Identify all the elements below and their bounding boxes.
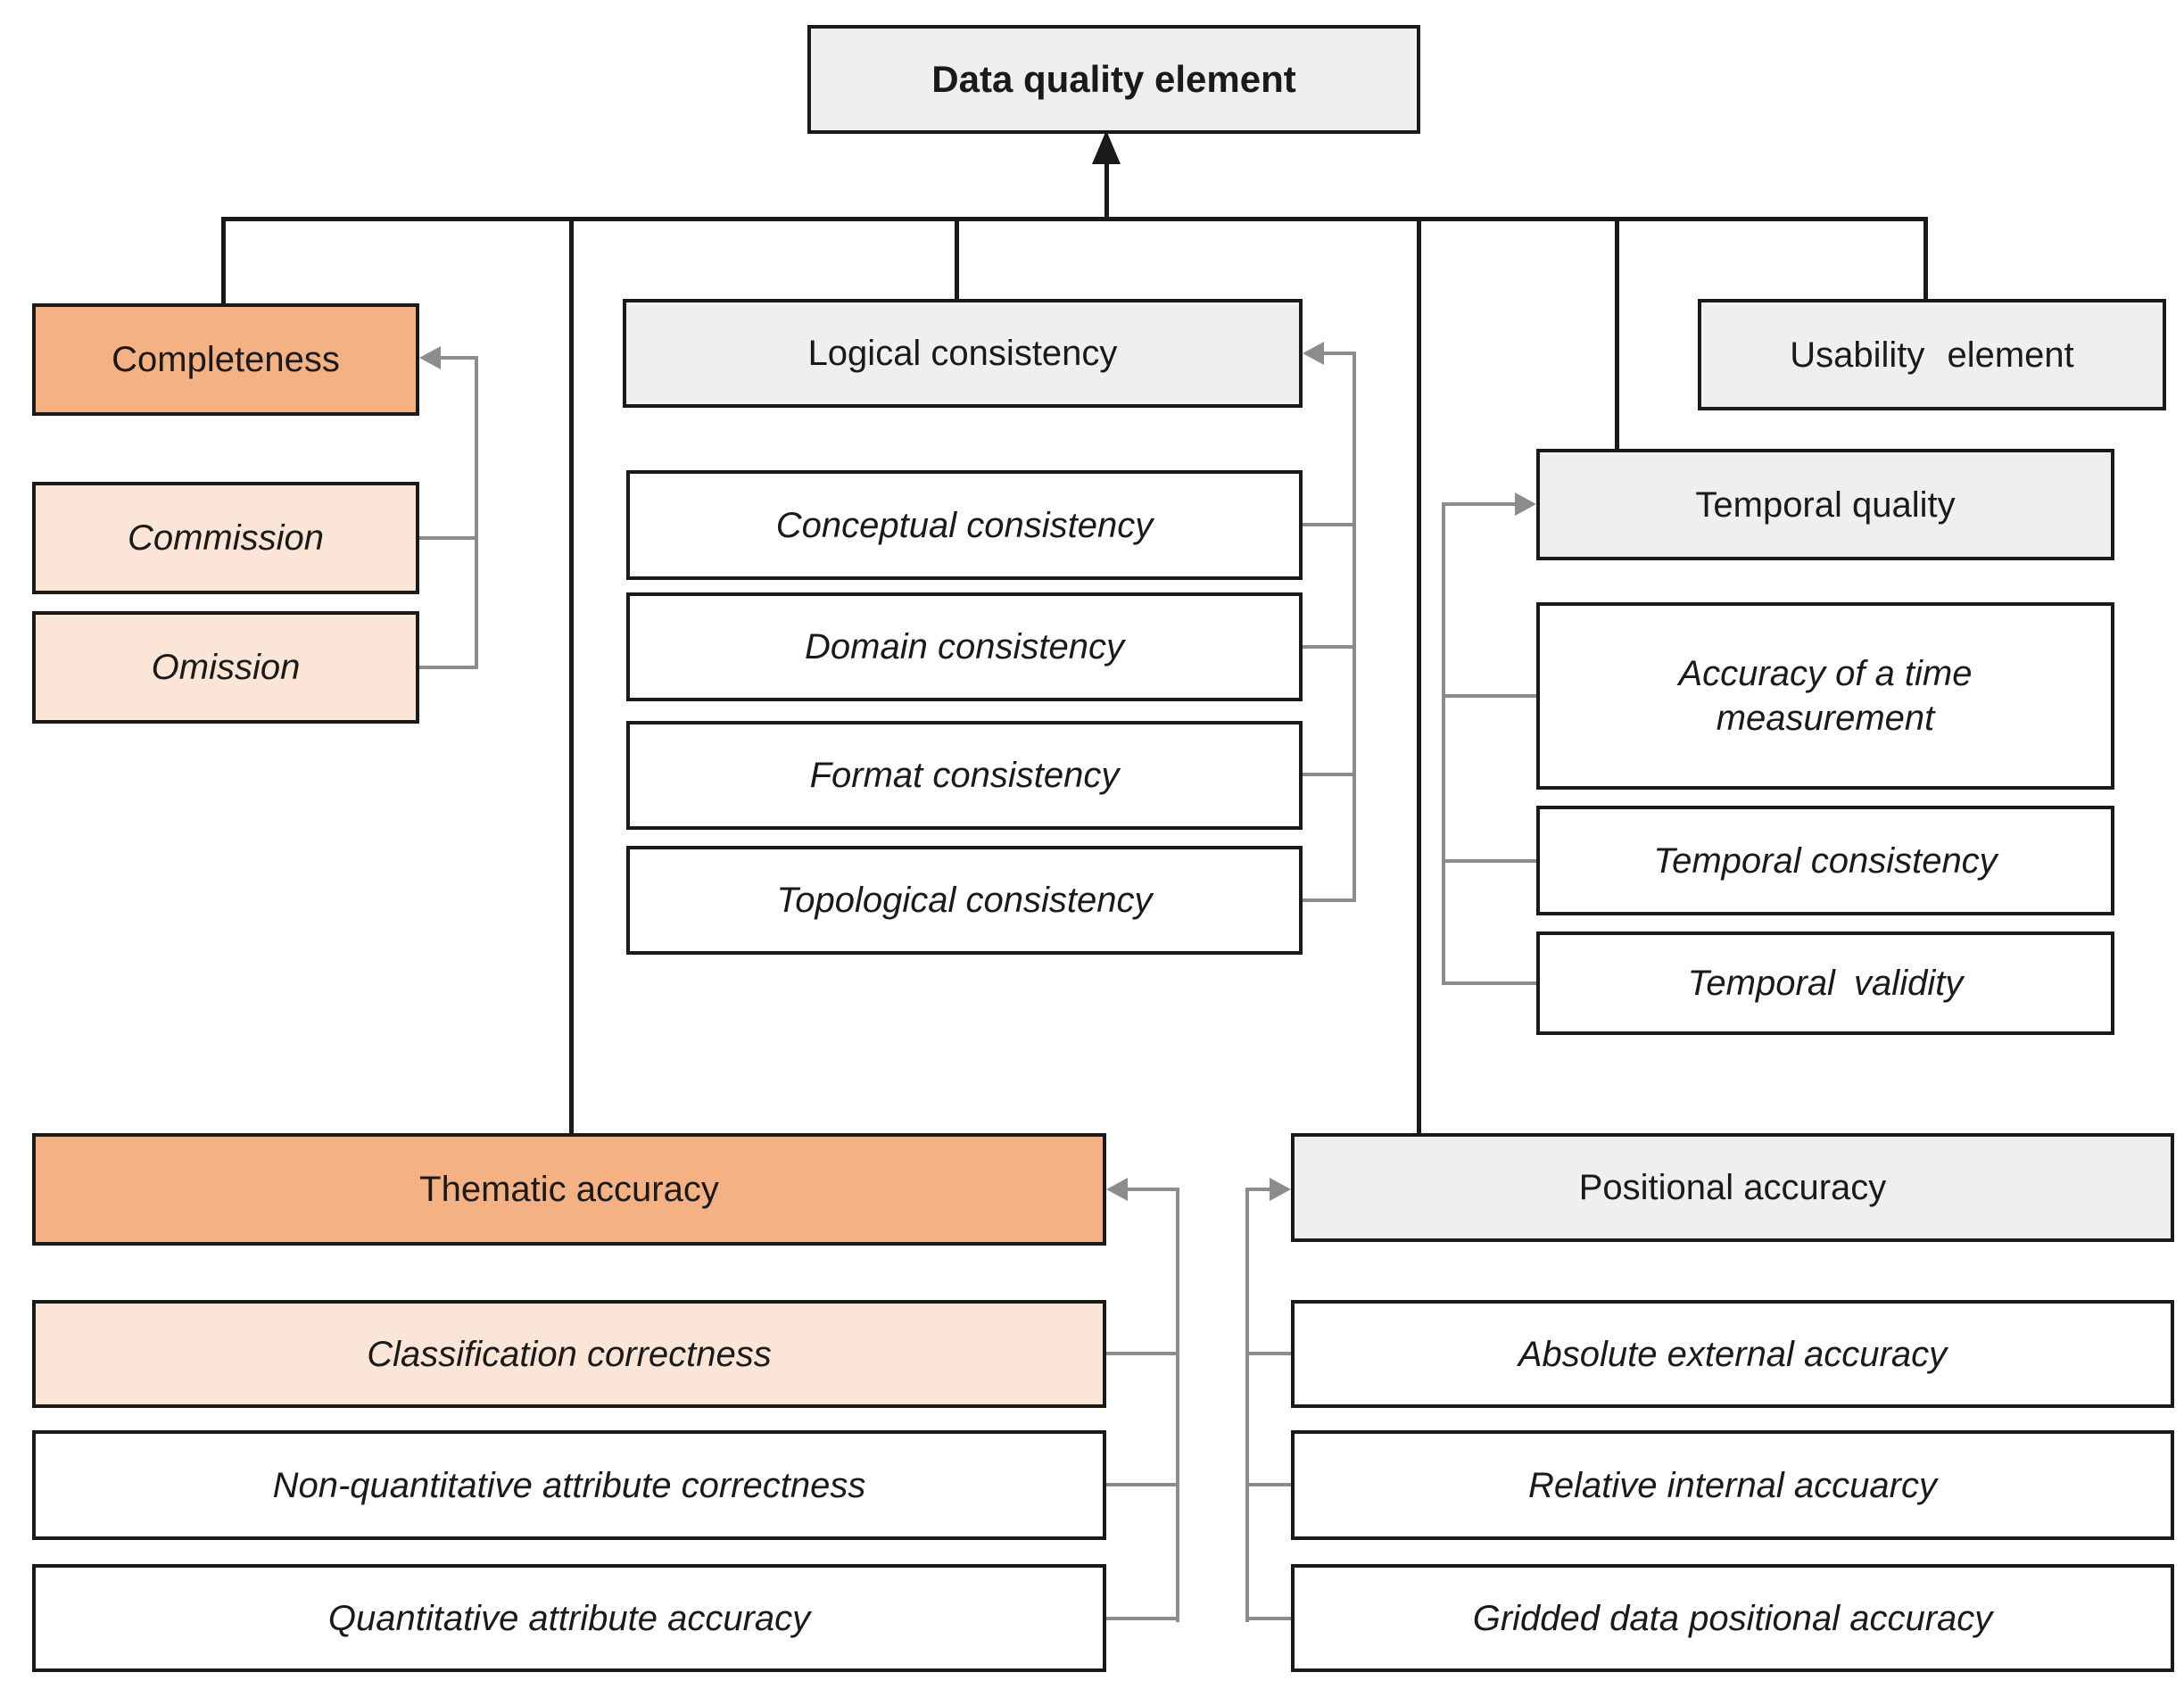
node-gridded-data-positional-accuracy: Gridded data positional accuracy: [1291, 1564, 2174, 1672]
connector-line: [1442, 502, 1515, 506]
right-arrowhead-icon: [1515, 493, 1536, 516]
left-arrowhead-icon: [1303, 342, 1324, 365]
node-usability-element: Usability element: [1698, 299, 2166, 410]
left-arrowhead-icon: [419, 346, 441, 369]
node-logical-consistency: Logical consistency: [623, 299, 1303, 408]
connector-line: [1128, 1188, 1179, 1191]
node-data-quality-element: Data quality element: [807, 25, 1420, 134]
connector-stub: [1249, 1617, 1291, 1620]
connector-stub: [419, 666, 475, 669]
connector-stub: [1249, 1483, 1291, 1486]
connector-line: [1353, 352, 1356, 902]
connector-line: [475, 356, 478, 669]
connector-stub: [1303, 773, 1353, 776]
connector-stub: [1303, 645, 1353, 649]
node-accuracy-of-time-measurement: Accuracy of a time measurement: [1536, 602, 2114, 790]
connector-stub: [1445, 694, 1536, 698]
up-arrowhead-icon: [1092, 130, 1121, 164]
connector-line: [1176, 1188, 1179, 1622]
node-quantitative-attribute-accuracy: Quantitative attribute accuracy: [32, 1564, 1106, 1672]
node-omission: Omission: [32, 611, 419, 724]
node-domain-consistency: Domain consistency: [626, 592, 1303, 701]
left-arrowhead-icon: [1106, 1178, 1128, 1201]
drop-line-logical-consistency: [955, 217, 959, 299]
drop-line-usability-element: [1923, 217, 1928, 299]
connector-stub: [1106, 1352, 1176, 1355]
connector-stub: [1303, 898, 1353, 902]
connector-stub: [1303, 523, 1353, 526]
node-temporal-quality: Temporal quality: [1536, 449, 2114, 560]
connector-stub: [1106, 1617, 1176, 1620]
node-format-consistency: Format consistency: [626, 721, 1303, 830]
drop-line-positional-accuracy: [1417, 217, 1421, 1133]
connector-line: [1324, 352, 1356, 355]
node-relative-internal-accuracy: Relative internal accuarcy: [1291, 1430, 2174, 1540]
node-absolute-external-accuracy: Absolute external accuracy: [1291, 1300, 2174, 1408]
node-positional-accuracy: Positional accuracy: [1291, 1133, 2174, 1242]
connector-line: [1442, 502, 1445, 985]
node-completeness: Completeness: [32, 303, 419, 416]
node-classification-correctness: Classification correctness: [32, 1300, 1106, 1408]
node-commission: Commission: [32, 482, 419, 594]
connector-stub: [1106, 1483, 1176, 1486]
drop-line-thematic-accuracy: [569, 217, 574, 1133]
drop-line-temporal-quality: [1615, 217, 1619, 449]
node-conceptual-consistency: Conceptual consistency: [626, 470, 1303, 580]
connector-line: [441, 356, 478, 360]
connector-stub: [1445, 981, 1536, 985]
drop-line-completeness: [221, 217, 226, 303]
connector-line: [1245, 1188, 1270, 1191]
connector-stub: [419, 536, 475, 540]
connector-stub: [1445, 859, 1536, 863]
connector-stub: [1249, 1352, 1291, 1355]
node-topological-consistency: Topological consistency: [626, 846, 1303, 955]
node-temporal-consistency: Temporal consistency: [1536, 806, 2114, 915]
right-arrowhead-icon: [1270, 1178, 1291, 1201]
tree-horizontal-line: [223, 217, 1927, 221]
node-thematic-accuracy: Thematic accuracy: [32, 1133, 1106, 1246]
root-arrow-line: [1104, 162, 1109, 221]
node-temporal-validity: Temporal validity: [1536, 931, 2114, 1035]
node-non-quantitative-attribute-correctness: Non-quantitative attribute correctness: [32, 1430, 1106, 1540]
connector-line: [1245, 1188, 1249, 1622]
